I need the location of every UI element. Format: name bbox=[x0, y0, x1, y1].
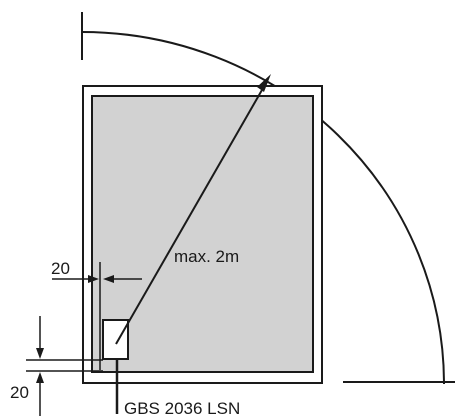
offset-bottom-label: 20 bbox=[10, 383, 29, 402]
arrowhead-left bbox=[103, 275, 114, 283]
arrowhead-down bbox=[36, 348, 44, 359]
arrowhead-up bbox=[36, 372, 44, 383]
offset-top-label: 20 bbox=[51, 259, 70, 278]
device-label: GBS 2036 LSN bbox=[124, 399, 240, 416]
max-distance-label: max. 2m bbox=[174, 247, 239, 266]
device-box bbox=[102, 319, 129, 360]
max-distance-arrow bbox=[115, 82, 267, 345]
swing-arc bbox=[81, 31, 445, 385]
arrowhead-top bbox=[257, 74, 271, 92]
arrowhead-right bbox=[88, 275, 99, 283]
